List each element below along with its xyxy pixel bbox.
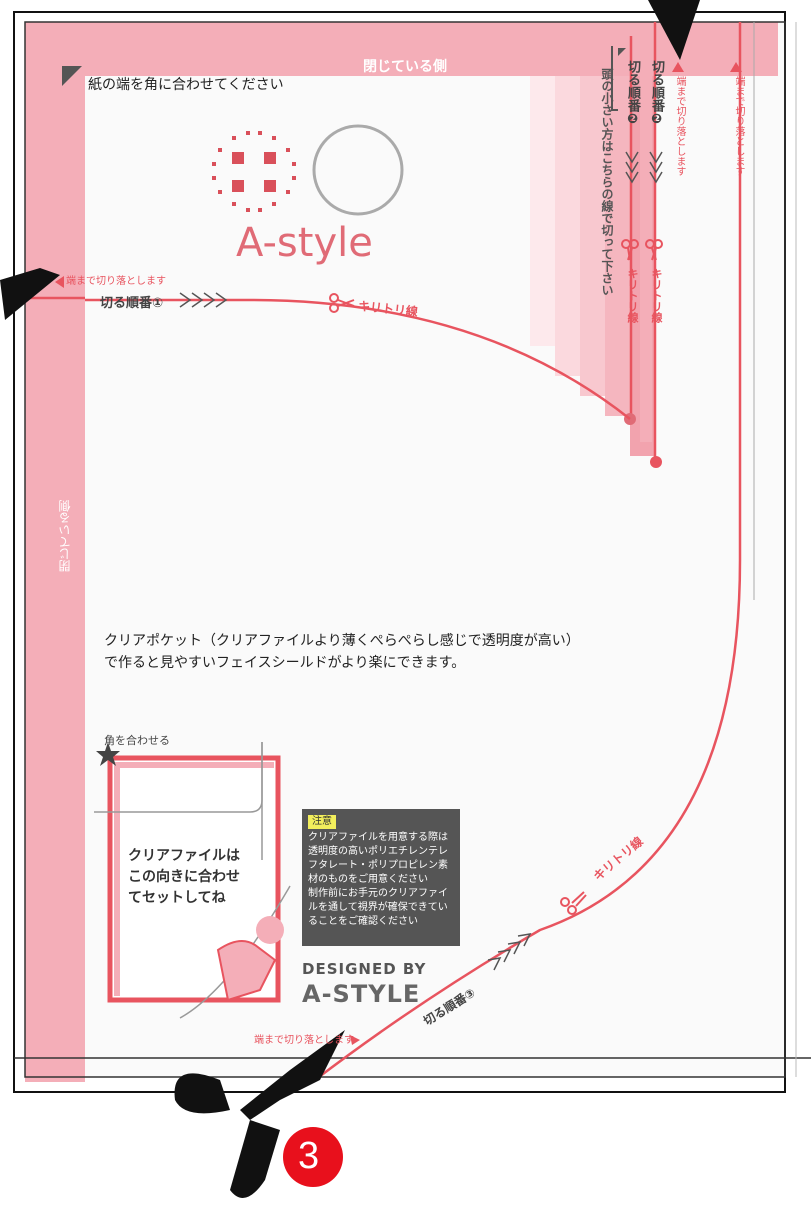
designed-by: DESIGNED BY (302, 960, 427, 978)
description: クリアポケット（クリアファイルより薄くぺらぺらし感じで透明度が高い）で作ると見や… (104, 633, 580, 671)
step-badge (283, 1127, 343, 1187)
order-2-label: 切る順番❷ (649, 60, 664, 127)
cut-line-order-3 (314, 559, 742, 1081)
clear-file-instruction: クリアファイルは この向きに合わせ てセットしてね (128, 848, 240, 906)
notice-title: 注意 (308, 815, 336, 829)
small-head-note: 頭の小さい方はこちらの線で切って下さい (600, 68, 614, 296)
chevron-arrows-icon (179, 292, 228, 308)
scissors-icon (0, 0, 700, 1198)
left-closed-band (25, 22, 85, 1082)
top-band-label: 閉じている側 (363, 59, 447, 75)
logo-text: A-style (236, 220, 373, 266)
edge-note-left: 端まで切り落とします (66, 276, 166, 287)
top-closed-band (25, 22, 778, 76)
notice-box: 注意 クリアファイルを用意する際は 透明度の高いポリエチレンテレ フタレート・ポ… (302, 809, 460, 946)
star-icon (96, 742, 120, 766)
cut-line-label-2: キリトリ線 (650, 268, 663, 323)
edge-note-bottom: 端まで切り落とします (254, 1035, 354, 1046)
left-band-label: 閉じている側 (58, 500, 72, 572)
corner-triangle-icon (62, 66, 82, 86)
order-2-small-label: 切る順番❷ (625, 60, 640, 127)
logo-mark (212, 131, 296, 212)
corner-label: 角を合わせる (104, 734, 170, 747)
edge-note-top-b: 端まで切り落とします (733, 76, 744, 176)
align-instruction: 紙の端を角に合わせてください (88, 77, 284, 93)
edge-note-top-a: 端まで切り落とします (674, 76, 685, 176)
clear-file-frame (107, 755, 281, 1003)
cut-line-order-1 (85, 298, 631, 420)
scissors-icon (329, 239, 663, 915)
order-1-label: 切る順番① (100, 296, 164, 311)
step-number: 3 (298, 1135, 320, 1177)
cut-line-label-2b: キリトリ線 (626, 268, 639, 323)
brand-name: A-STYLE (302, 980, 421, 1008)
